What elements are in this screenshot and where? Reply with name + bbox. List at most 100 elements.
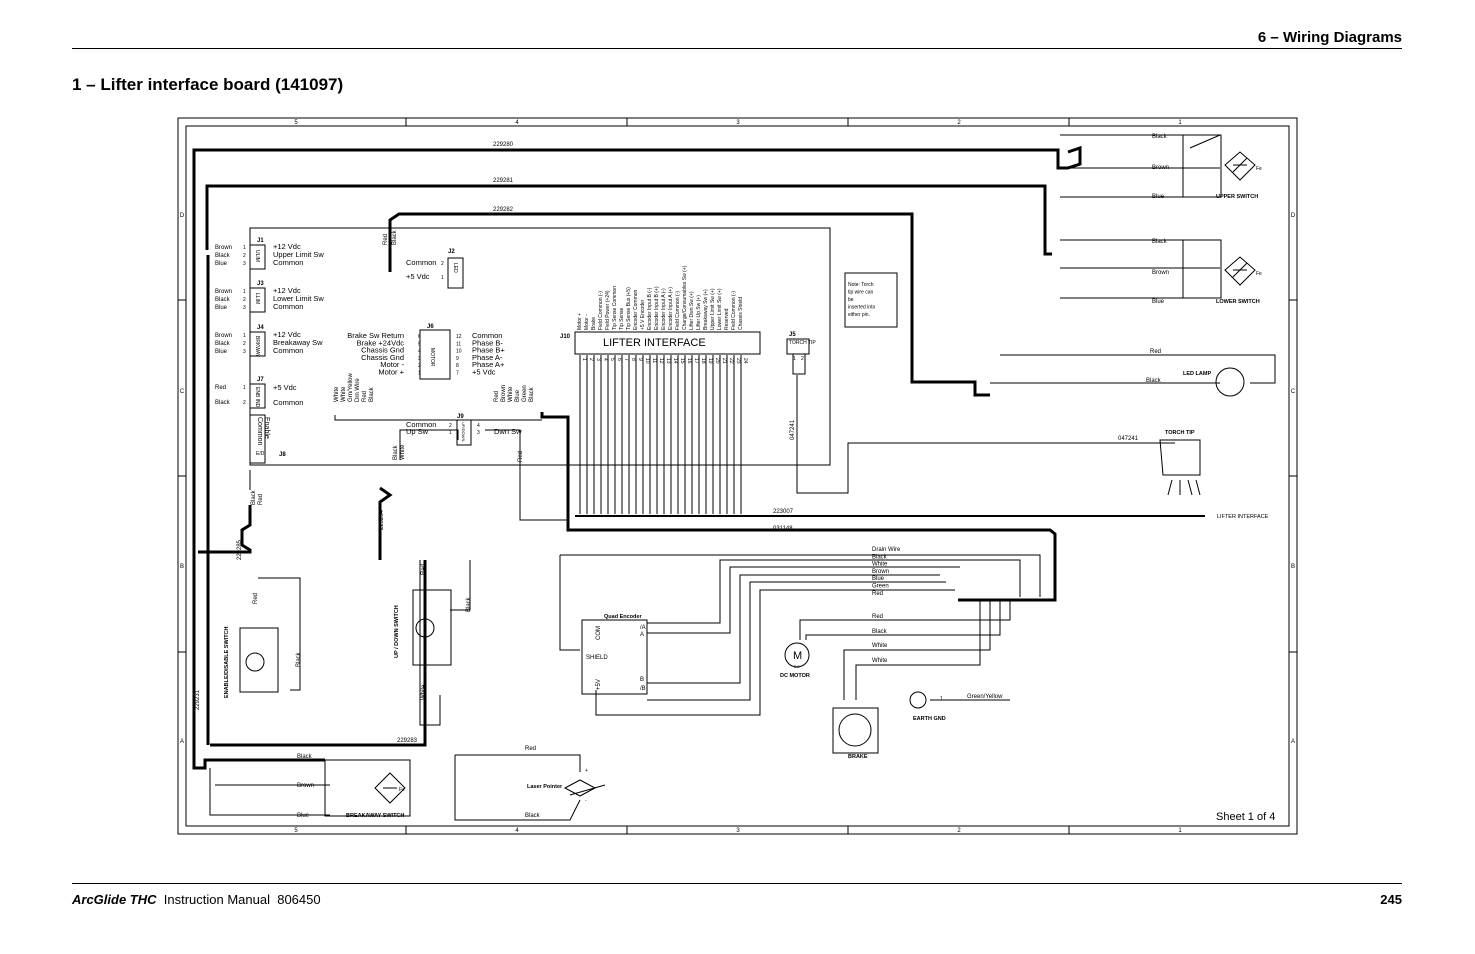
fe-label: Fe xyxy=(399,787,405,793)
pin-number: 3 xyxy=(418,356,421,362)
note-text: either pin. xyxy=(848,312,870,318)
signal-label: Lower Limit Sw xyxy=(273,294,324,303)
j10-pin: 19 xyxy=(707,358,713,364)
pin-number: 12 xyxy=(456,334,462,340)
j10-pin: 16 xyxy=(686,358,692,364)
j10-pin: 13 xyxy=(665,358,671,364)
j10-signal: Motor - xyxy=(584,314,590,330)
j10-pin: 1 xyxy=(581,358,587,361)
motor-dc: DC xyxy=(794,664,800,669)
signal-label: Phase A- xyxy=(472,353,503,362)
note-text: be xyxy=(848,297,854,303)
j10-pin: 14 xyxy=(672,358,678,364)
cable-number: 223007 xyxy=(773,509,794,515)
pin-number: 1 xyxy=(441,275,444,281)
wire-label: Blue xyxy=(215,349,228,355)
j10-signal: Motor + xyxy=(577,313,583,330)
j10-pin: 2 xyxy=(588,358,594,361)
cable-number: 229285 xyxy=(237,539,243,560)
j10-pin: 12 xyxy=(658,358,664,364)
motor-wire-label: White xyxy=(872,658,888,664)
wire-label: Blue xyxy=(1152,194,1165,200)
connector-j10: J10 xyxy=(560,334,571,340)
connector-side-label: E/D xyxy=(256,451,265,457)
pin-number: 2 xyxy=(243,400,246,406)
wire-label: White xyxy=(334,386,340,402)
border-row-label: C xyxy=(180,389,185,395)
connector-boxes xyxy=(249,244,898,464)
wire-label: Brown xyxy=(215,289,232,295)
signal-label: Up Sw xyxy=(406,427,429,436)
j10-pin: 10 xyxy=(644,358,650,364)
wire-label: Brown xyxy=(1152,165,1169,171)
connector-j6: J6 xyxy=(427,324,434,330)
motor-wire-label: Green xyxy=(872,584,889,590)
j10-signal: Chassis Shield xyxy=(738,297,744,330)
page-number: 245 xyxy=(1380,892,1402,907)
j10-pin: 20 xyxy=(714,358,720,364)
breakaway-switch-name: BREAKAWAY SWITCH xyxy=(346,813,404,819)
signal-label: +5 Vdc xyxy=(406,272,430,281)
wire-label: Black xyxy=(1152,239,1168,245)
pin-number: 2 xyxy=(243,297,246,303)
thin-wires xyxy=(209,134,1276,821)
signal-label: +12 Vdc xyxy=(273,286,301,295)
j10-pin: 22 xyxy=(728,358,734,364)
border-col-label: 5 xyxy=(294,828,298,834)
wire-label: Red xyxy=(494,391,500,402)
signal-label: +12 Vdc xyxy=(273,242,301,251)
border-col-label: 1 xyxy=(1178,828,1182,834)
motor-wire-label: White xyxy=(872,643,888,649)
j10-signal: Tip Sense Bus (+5) xyxy=(626,287,632,330)
signal-label: Motor - xyxy=(380,360,404,369)
j10-pin: 21 xyxy=(721,358,727,364)
pin-number: 1 xyxy=(243,289,246,295)
motor-wire-label: Red xyxy=(872,591,883,597)
j10-signal: +5 V Encoder xyxy=(640,299,646,330)
signal-label: Common xyxy=(406,258,436,267)
wire-label: Black xyxy=(393,444,399,460)
wire-label: Red xyxy=(421,564,427,575)
laser-pointer-name: Laser Pointer xyxy=(527,784,563,790)
pin-number: 2 xyxy=(243,341,246,347)
wire-label: Black xyxy=(215,297,231,303)
encoder-label: COM xyxy=(596,626,602,640)
wire-label: Green xyxy=(522,385,528,402)
cable-number: 229231 xyxy=(195,689,201,710)
wire-label: Red xyxy=(383,234,389,245)
encoder-pin: B xyxy=(640,677,644,683)
wire-label: Red xyxy=(215,385,226,391)
torch-tip-name: TORCH TIP xyxy=(1165,430,1195,436)
wire-label: Blue xyxy=(215,261,228,267)
brand-name: ArcGlide THC xyxy=(72,892,157,907)
motor-wire-label: Blue xyxy=(872,576,885,582)
signal-label: Chassis Gnd xyxy=(361,346,404,355)
footer-rule xyxy=(72,883,1402,884)
switch-devices xyxy=(239,134,1256,817)
pin-number: 2 xyxy=(441,261,444,267)
j10-signal: Breakaway Sw (+) xyxy=(703,289,709,330)
wire-label: Black xyxy=(529,386,535,402)
fe-label: Fe xyxy=(1256,271,1262,277)
cable-number: 229281 xyxy=(493,178,514,184)
wire-label: Brown xyxy=(501,385,507,402)
pin-number: 3 xyxy=(243,305,246,311)
wire-label: Brown xyxy=(297,783,314,789)
signal-label: Common xyxy=(472,331,502,340)
connector-j4: J4 xyxy=(257,325,264,331)
connector-j3: J3 xyxy=(257,281,264,287)
pin-number: 2 xyxy=(243,253,246,259)
earth-gnd-name: EARTH GND xyxy=(913,716,946,722)
signal-label: Common xyxy=(273,258,303,267)
pin-number: 1 xyxy=(940,696,943,702)
j10-pin: 15 xyxy=(679,358,685,364)
wire-label: Grn/Yellow xyxy=(348,373,354,402)
pin-number: 3 xyxy=(243,261,246,267)
wire-label: Red xyxy=(253,593,259,604)
wire-label: Red xyxy=(362,391,368,402)
switch-name: UPPER SWITCH xyxy=(1216,194,1258,200)
connector-j5: J5 xyxy=(789,332,796,338)
torch-tip-connector-label: TORCH TIP xyxy=(789,340,816,346)
j10-pin: 5 xyxy=(609,358,615,361)
